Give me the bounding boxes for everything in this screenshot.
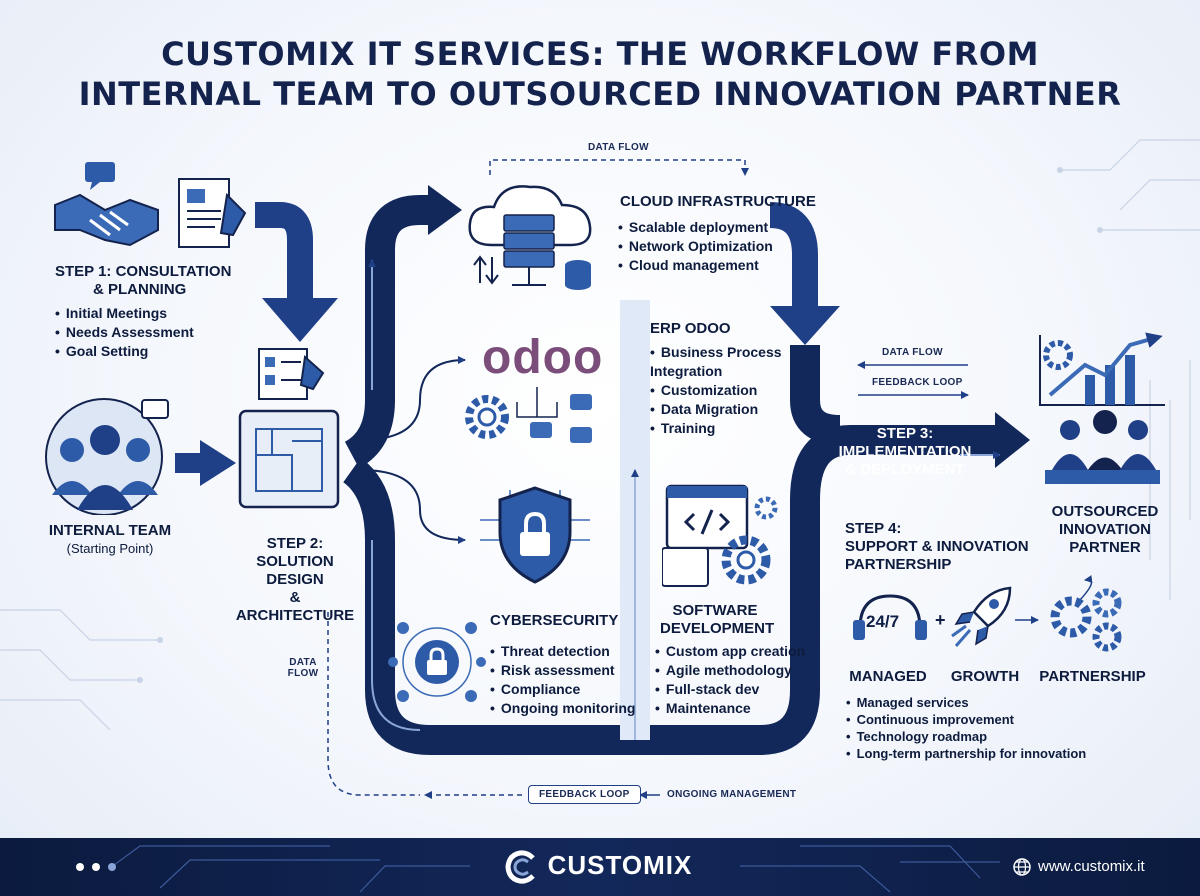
list-item: Cloud management xyxy=(618,256,773,275)
list-item: Full-stack dev xyxy=(655,680,805,699)
list-item: Needs Assessment xyxy=(55,323,194,342)
step3-title: STEP 3: IMPLEMENTATION & DEPLOYMENT xyxy=(838,425,972,478)
software-title: SOFTWARE DEVELOPMENT xyxy=(660,602,775,637)
team-icon xyxy=(45,398,169,515)
list-item: Goal Setting xyxy=(55,342,194,361)
page-title: CUSTOMIX IT SERVICES: THE WORKFLOW FROM … xyxy=(78,35,1122,113)
list-item: Continuous improvement xyxy=(846,711,1086,728)
feedback-loop-bottom-label: FEEDBACK LOOP xyxy=(528,785,641,804)
rocket-icon xyxy=(951,586,1012,647)
footer-brand: CUSTOMIX xyxy=(547,850,693,880)
list-item: Data Migration xyxy=(650,400,800,419)
cloud-server-icon xyxy=(468,185,592,290)
list-item: Initial Meetings xyxy=(55,304,194,323)
list-item: Managed services xyxy=(846,694,1086,711)
data-flow-top-label: DATA FLOW xyxy=(588,142,649,153)
footer-circuit xyxy=(76,845,1000,893)
data-flow-left-label: DATA FLOW xyxy=(287,657,319,679)
code-window-icon xyxy=(662,484,778,587)
customix-logo-icon xyxy=(505,850,535,884)
process-gears-icon xyxy=(465,387,592,443)
list-item: Training xyxy=(650,419,800,438)
erp-list: Business Process Integration Customizati… xyxy=(650,343,800,438)
erp-title: ERP ODOO xyxy=(650,320,731,337)
feedback-loop-right-label: FEEDBACK LOOP xyxy=(872,377,963,388)
blueprint-icon xyxy=(238,409,340,509)
step1-title: STEP 1: CONSULTATION & PLANNING xyxy=(55,263,232,298)
internal-team-subtitle: (Starting Point) xyxy=(66,541,154,556)
footer-bar xyxy=(0,838,1200,896)
list-item: Maintenance xyxy=(655,699,805,718)
managed-label: MANAGED xyxy=(849,668,927,685)
partner-title: OUTSOURCED INNOVATION PARTNER xyxy=(1051,503,1159,556)
cloud-list: Scalable deployment Network Optimization… xyxy=(618,218,773,275)
partnership-label: PARTNERSHIP xyxy=(1039,668,1146,685)
odoo-logo: odoo xyxy=(482,331,604,384)
list-item: Risk assessment xyxy=(490,661,635,680)
list-item: Business Process Integration xyxy=(650,343,800,381)
list-item: Agile methodology xyxy=(655,661,805,680)
globe-icon xyxy=(1013,858,1031,876)
list-item: Scalable deployment xyxy=(618,218,773,237)
ongoing-management-label: ONGOING MANAGEMENT xyxy=(667,789,797,800)
cyber-list: Threat detection Risk assessment Complia… xyxy=(490,642,636,718)
checklist-icon xyxy=(258,348,325,400)
software-list: Custom app creation Agile methodology Fu… xyxy=(655,642,805,718)
list-item: Threat detection xyxy=(490,642,635,661)
headset-icon xyxy=(853,594,927,640)
list-item: Ongoing monitoring xyxy=(490,699,636,718)
website-link[interactable]: www.customix.it xyxy=(1038,858,1145,875)
step2-title: STEP 2: SOLUTION DESIGN & ARCHITECTURE xyxy=(235,535,355,624)
contract-document-icon xyxy=(178,178,247,248)
list-item: Network Optimization xyxy=(618,237,773,256)
security-hub-icon xyxy=(388,622,486,702)
list-item: Technology roadmap xyxy=(846,728,1086,745)
data-flow-right-label: DATA FLOW xyxy=(882,347,943,358)
partnership-gears-icon xyxy=(1050,588,1122,652)
plus-sign: + xyxy=(935,610,946,630)
shield-lock-icon xyxy=(480,486,590,584)
growth-label: GROWTH xyxy=(950,668,1020,685)
step1-list: Initial Meetings Needs Assessment Goal S… xyxy=(55,304,194,361)
list-item: Compliance xyxy=(490,680,635,699)
internal-team-title: INTERNAL TEAM xyxy=(48,522,172,539)
cloud-title: CLOUD INFRASTRUCTURE xyxy=(620,193,816,210)
list-item: Customization xyxy=(650,381,800,400)
cyber-title: CYBERSECURITY xyxy=(490,612,619,629)
list-item: Long-term partnership for innovation xyxy=(846,745,1087,762)
support-247-label: 24/7 xyxy=(866,612,900,631)
list-item: Custom app creation xyxy=(655,642,805,661)
growth-chart-icon xyxy=(1039,332,1165,484)
step4-list: Managed services Continuous improvement … xyxy=(846,694,1087,762)
step4-title: STEP 4: SUPPORT & INNOVATION PARTNERSHIP xyxy=(845,520,1029,573)
handshake-icon xyxy=(54,162,159,247)
